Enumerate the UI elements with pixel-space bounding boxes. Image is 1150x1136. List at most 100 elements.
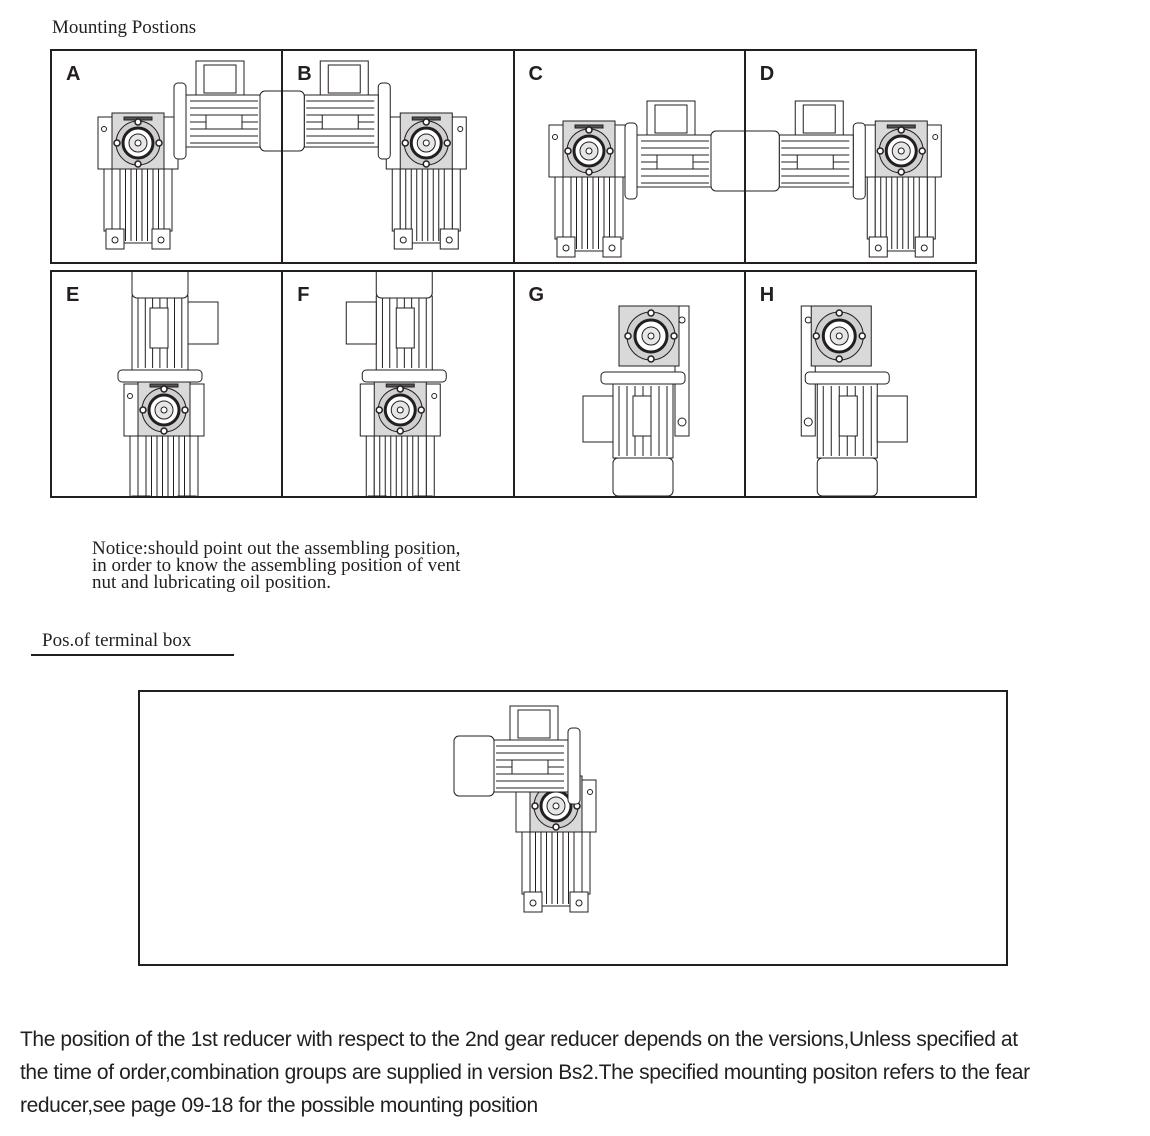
reducer-side-rib <box>452 160 461 232</box>
shaft-key <box>585 147 592 155</box>
reducer-finned-body <box>137 431 191 496</box>
bolt-hole <box>101 126 107 132</box>
diagram-group <box>346 272 447 496</box>
electric-motor <box>283 60 391 160</box>
flange-bolt <box>422 160 431 168</box>
diagram-group <box>800 305 908 496</box>
reducer-side-rib <box>614 168 623 240</box>
flange-bolt <box>605 147 614 155</box>
position-label: E <box>66 284 80 306</box>
fan-cover <box>710 130 744 192</box>
mounting-row-2: E F G H <box>50 270 977 498</box>
gearmotor-diagram-f <box>346 272 447 496</box>
gearmotor-diagram-g <box>582 305 689 496</box>
bolt-hole <box>457 126 464 132</box>
bolt-hole <box>111 236 119 244</box>
inverted-reducer <box>618 305 689 437</box>
mounting-position-c: C <box>515 51 746 262</box>
inverted-reducer <box>800 305 872 437</box>
worm-reducer <box>123 379 205 496</box>
bolt-hole <box>575 899 583 907</box>
gearmotor-diagram-b <box>283 60 467 250</box>
worm-reducer <box>97 112 179 250</box>
flange-bolt <box>646 309 655 317</box>
bolt-hole <box>587 789 593 795</box>
flange-bolt <box>584 168 593 176</box>
position-label: A <box>66 63 81 85</box>
fan-cover <box>259 90 282 152</box>
mounting-position-d: D <box>745 51 975 262</box>
motor-flange <box>117 369 203 383</box>
fan-cover <box>745 130 780 192</box>
worm-reducer <box>515 775 597 913</box>
bolt-hole <box>920 244 928 252</box>
nameplate <box>396 307 415 349</box>
motor-flange <box>362 369 447 383</box>
diagram-group <box>117 272 219 496</box>
terminal-box <box>346 301 377 345</box>
fan-cover <box>131 272 189 299</box>
bolt-hole <box>932 134 938 140</box>
terminal-box-lid <box>802 104 836 134</box>
fan-cover <box>283 90 305 152</box>
reducer-side-rib <box>392 160 401 232</box>
reducer-side-rib <box>366 427 375 496</box>
reducer-side-rib <box>554 168 563 240</box>
fan-cover <box>453 735 495 797</box>
bolt-hole <box>804 316 812 324</box>
reducer-side-rib <box>521 823 531 895</box>
reducer-side-rib <box>426 427 435 496</box>
bolt-hole <box>608 244 615 252</box>
motor-flange <box>378 82 391 160</box>
electric-motor <box>453 705 581 805</box>
flange-bolt <box>669 332 678 340</box>
fan-cover <box>816 457 878 496</box>
footer-line: the time of order,combination groups are… <box>20 1061 1030 1084</box>
flange-bolt <box>584 126 593 134</box>
flange-bolt <box>422 118 431 126</box>
electric-motor <box>624 100 744 200</box>
motor-flange <box>567 727 581 805</box>
flange-bolt <box>531 802 539 810</box>
gearmotor-diagram-a <box>97 60 282 250</box>
flange-bolt <box>139 406 147 414</box>
flange-bolt <box>835 309 843 317</box>
nameplate <box>205 114 243 130</box>
fan-cover <box>612 457 673 496</box>
reducer-side-rib <box>103 160 113 232</box>
shaft-key <box>647 332 654 340</box>
shaft-key <box>397 406 404 414</box>
motor-flange <box>173 82 187 160</box>
shaft-key <box>160 406 168 414</box>
electric-motor <box>173 60 282 160</box>
terminal-box-lid <box>328 64 361 94</box>
bolt-hole <box>551 134 558 140</box>
page-title: Mounting Postions <box>52 17 197 38</box>
position-label: H <box>759 284 775 306</box>
diagram-group <box>453 705 597 913</box>
reducer-side-rib <box>866 168 876 240</box>
mounting-position-a: A <box>52 51 284 262</box>
bolt-hole <box>562 244 569 252</box>
electric-motor <box>117 272 219 383</box>
mounting-position-h: H <box>746 272 975 496</box>
footer-note: The position of the 1st reducer with res… <box>20 1023 1145 1122</box>
gearmotor-diagram-c <box>548 100 744 258</box>
mounting-position-f: F <box>283 272 515 496</box>
flange-bolt <box>646 355 655 363</box>
terminal-box-lid <box>517 709 551 739</box>
electric-motor <box>346 272 447 383</box>
bolt-hole <box>157 236 165 244</box>
gearmotor-diagram-h <box>800 305 908 496</box>
bolt-hole <box>678 316 685 324</box>
flange-bolt <box>563 147 572 155</box>
shaft-key <box>134 139 142 147</box>
gearmotor-diagram-d <box>745 100 942 258</box>
nameplate <box>322 114 359 130</box>
diagram-group <box>745 100 942 258</box>
shaft-key <box>897 147 905 155</box>
position-label: D <box>759 63 775 85</box>
motor-flange <box>852 122 866 200</box>
diagram-group <box>548 100 744 258</box>
mounting-position-b: B <box>283 51 515 262</box>
